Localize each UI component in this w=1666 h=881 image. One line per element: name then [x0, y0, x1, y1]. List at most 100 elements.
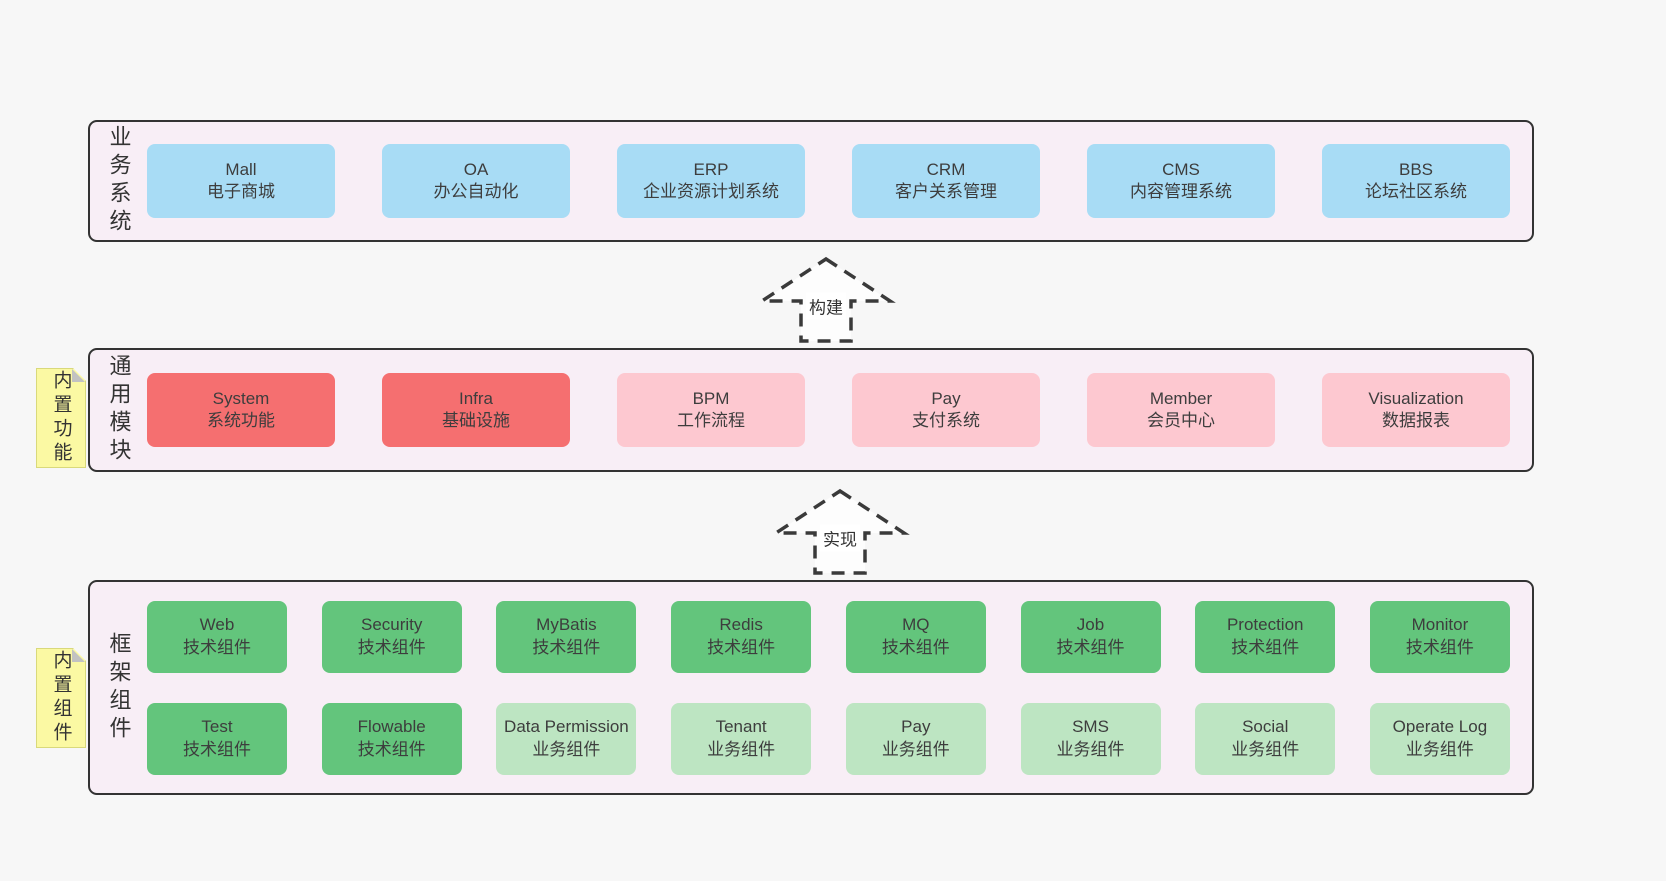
sticky-note-text: 内置组件: [50, 650, 72, 746]
box-subtitle: 技术组件: [1231, 637, 1300, 657]
box-subtitle: 技术组件: [357, 637, 426, 657]
box-crm: CRM 客户关系管理: [852, 144, 1040, 218]
section-side-label: 框架组件: [106, 631, 132, 744]
box-subtitle: 企业资源计划系统: [643, 182, 779, 201]
box-title: Data Permission: [504, 717, 629, 737]
box-title: OA: [463, 159, 489, 179]
box-subtitle: 技术组件: [1405, 637, 1474, 657]
box-subtitle: 内容管理系统: [1130, 182, 1232, 201]
box-title: Job: [1076, 615, 1105, 635]
box-title: Tenant: [715, 717, 767, 737]
box-title: CMS: [1162, 159, 1200, 179]
box-title: MQ: [902, 615, 930, 635]
box-title: Pay: [931, 388, 961, 408]
box-subtitle: 业务组件: [1231, 739, 1300, 759]
box-title: BPM: [692, 388, 730, 408]
box-title: ERP: [693, 159, 729, 179]
box-subtitle: 办公自动化: [433, 182, 519, 201]
dashed-up-arrow-build: 构建: [756, 256, 896, 344]
box-title: Security: [360, 615, 423, 635]
box-subtitle: 系统功能: [207, 411, 275, 430]
section-side-label-column: 框架组件: [90, 582, 147, 793]
box-subtitle: 基础设施: [442, 411, 510, 430]
sticky-note-text: 内置功能: [50, 370, 72, 466]
box-infra: Infra 基础设施: [382, 373, 570, 447]
box-subtitle: 技术组件: [881, 637, 950, 657]
box-subtitle: 数据报表: [1382, 411, 1450, 430]
box-subtitle: 技术组件: [183, 739, 251, 759]
box-subtitle: 技术组件: [532, 637, 601, 657]
box-member: Member 会员中心: [1087, 373, 1275, 447]
box-title: Flowable: [357, 717, 426, 737]
dashed-up-arrow-implement: 实现: [770, 488, 910, 576]
box-title: CRM: [926, 159, 966, 179]
sticky-note-builtin-features: 内置功能: [36, 368, 86, 468]
box-subtitle: 业务组件: [532, 739, 601, 759]
box-subtitle: 电子商城: [207, 182, 275, 201]
sticky-note-builtin-components: 内置组件: [36, 648, 86, 748]
box-erp: ERP 企业资源计划系统: [617, 144, 805, 218]
box-title: SMS: [1072, 717, 1109, 737]
box-title: BBS: [1398, 159, 1434, 179]
box-title: System: [212, 388, 270, 408]
box-title: Redis: [719, 615, 763, 635]
box-subtitle: 论坛社区系统: [1365, 182, 1467, 201]
box-title: Pay: [901, 717, 931, 737]
box-cms: CMS 内容管理系统: [1087, 144, 1275, 218]
box-subtitle: 技术组件: [183, 637, 251, 657]
box-title: Visualization: [1368, 388, 1464, 408]
box-subtitle: 技术组件: [1056, 637, 1125, 657]
box-title: Operate Log: [1392, 717, 1488, 737]
box-subtitle: 业务组件: [1056, 739, 1125, 759]
section-side-label: 通用模块: [106, 354, 132, 466]
box-title: Infra: [458, 388, 494, 408]
box-subtitle: 技术组件: [357, 739, 426, 759]
section-side-label: 业务系统: [106, 125, 132, 237]
box-subtitle: 会员中心: [1147, 411, 1215, 430]
box-oa: OA 办公自动化: [382, 144, 570, 218]
box-subtitle: 客户关系管理: [895, 182, 997, 201]
box-subtitle: 业务组件: [1405, 739, 1474, 759]
section-side-label-column: 业务系统: [90, 122, 147, 240]
box-title: Protection: [1226, 615, 1304, 635]
arrow-label: 实现: [820, 524, 860, 552]
section-side-label-column: 通用模块: [90, 350, 147, 470]
box-bbs: BBS 论坛社区系统: [1322, 144, 1510, 218]
box-subtitle: 技术组件: [707, 637, 776, 657]
box-subtitle: 业务组件: [707, 739, 776, 759]
box-subtitle: 业务组件: [881, 739, 950, 759]
box-pay: Pay 支付系统: [852, 373, 1040, 447]
box-title: Web: [199, 615, 235, 635]
box-title: Social: [1242, 717, 1289, 737]
box-subtitle: 支付系统: [912, 411, 980, 430]
box-title: Member: [1149, 388, 1213, 408]
sticky-note-fold-icon: [72, 649, 85, 662]
